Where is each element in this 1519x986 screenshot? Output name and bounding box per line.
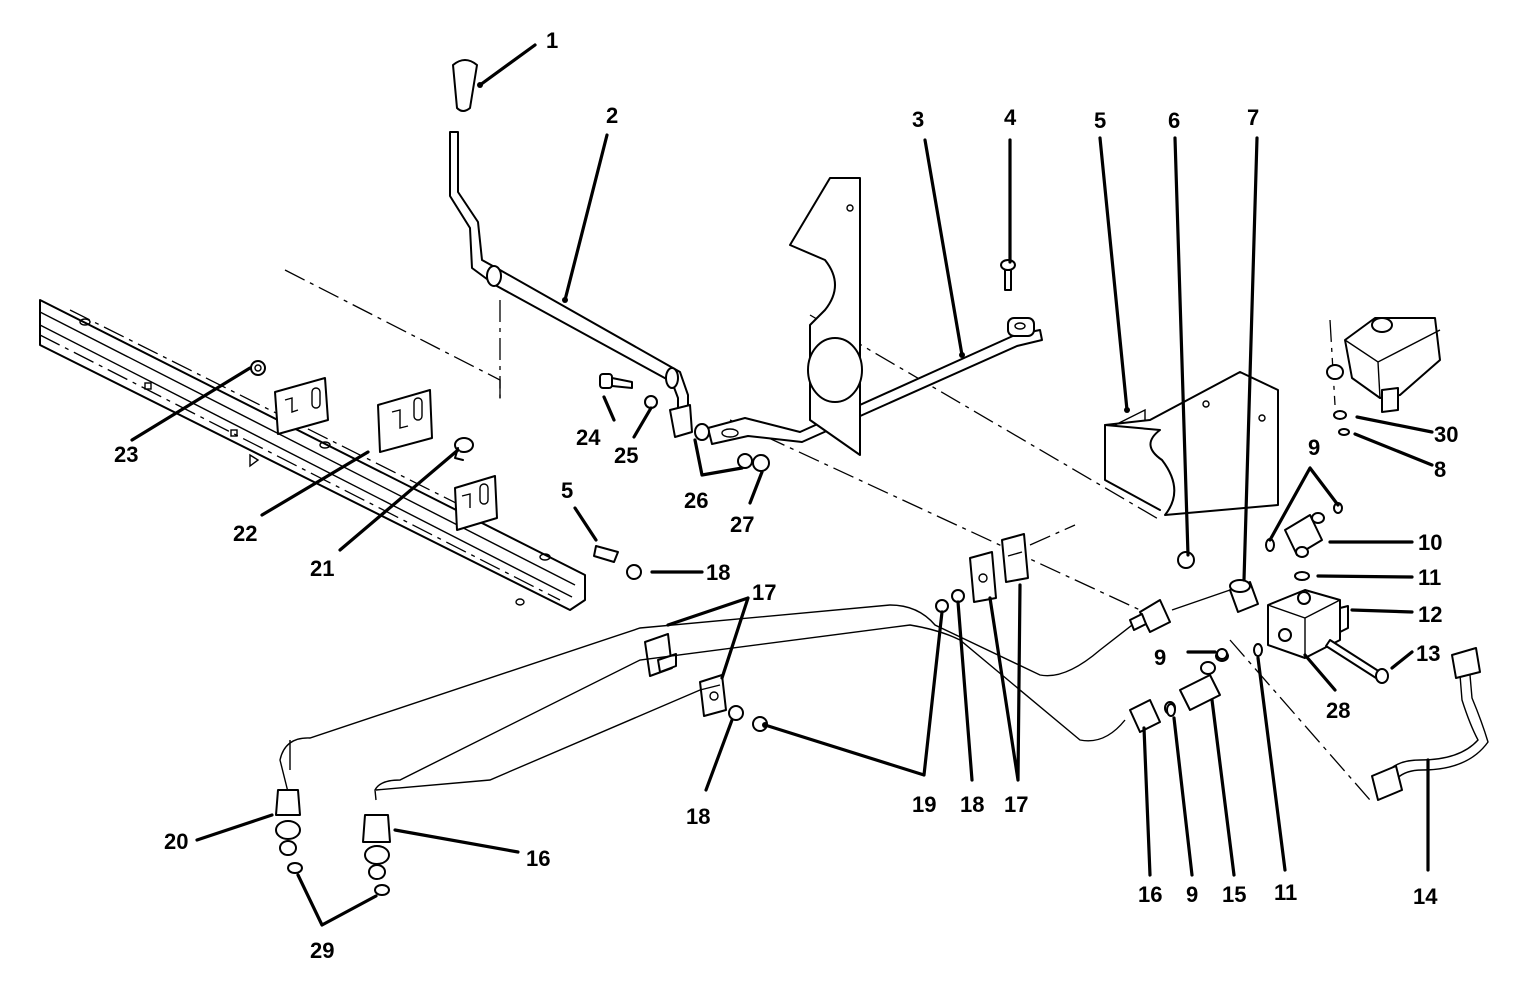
callout-7: 7: [1247, 105, 1259, 130]
callout-5-top: 5: [1094, 108, 1106, 133]
callout-2: 2: [606, 103, 618, 128]
callout-11-low: 11: [1274, 880, 1297, 905]
callout-14: 14: [1413, 884, 1438, 909]
callout-18-a: 18: [706, 560, 730, 585]
oring-29: [287, 862, 390, 896]
elbow-10: [1284, 512, 1325, 558]
control-rod-2: [449, 131, 693, 438]
callout-25: 25: [614, 443, 638, 468]
callout-28: 28: [1326, 698, 1350, 723]
callout-30: 30: [1434, 422, 1458, 447]
callout-9-mid: 9: [1154, 645, 1166, 670]
callout-24: 24: [576, 425, 601, 450]
clamp-17-b: [699, 674, 727, 717]
clamp-17-a: [644, 633, 677, 677]
callout-10: 10: [1418, 530, 1442, 555]
fitting-16-left: [362, 814, 391, 880]
callout-9-low: 9: [1186, 882, 1198, 907]
callout-1: 1: [546, 28, 558, 53]
callout-18-c: 18: [686, 804, 710, 829]
oring-9-mid: [1216, 648, 1228, 660]
bracket-upper: [274, 377, 329, 435]
callout-27: 27: [730, 512, 754, 537]
bolt-5-lower: [593, 545, 619, 563]
callout-23: 23: [114, 442, 138, 467]
callout-8: 8: [1434, 457, 1446, 482]
right-bracket: [1104, 371, 1279, 516]
nut-23: [250, 360, 266, 376]
oring-11-b: [1253, 643, 1263, 657]
callout-4: 4: [1004, 105, 1017, 130]
callout-16-right: 16: [1138, 882, 1162, 907]
washer-26: [694, 423, 753, 469]
oring-9-low: [1166, 703, 1176, 717]
oring-11-a: [1294, 571, 1310, 581]
washer-25: [644, 395, 658, 409]
assembly-lines: [39, 269, 1371, 801]
bolt-13: [1325, 639, 1389, 684]
clamp-17-d: [1001, 533, 1029, 583]
center-plate: [789, 177, 863, 456]
brake-lines: [279, 589, 1231, 801]
tube-14: [1371, 647, 1489, 801]
callout-15: 15: [1222, 882, 1246, 907]
callout-11-top: 11: [1418, 565, 1441, 590]
callout-18-b: 18: [960, 792, 984, 817]
callout-29: 29: [310, 938, 334, 963]
leader-lines: [130, 43, 1434, 927]
plate-22: [377, 389, 433, 453]
knob-1: [452, 59, 478, 112]
frame-rail: [39, 299, 586, 611]
link-rod-3: [707, 317, 1043, 445]
callout-20: 20: [164, 829, 188, 854]
washer-18-d: [951, 589, 965, 603]
callout-16-left: 16: [526, 846, 550, 871]
leader-dots: [477, 82, 1130, 728]
fitting-20: [275, 789, 301, 856]
bracket-lower: [454, 475, 498, 531]
bolt-24: [599, 373, 633, 389]
callout-13: 13: [1416, 641, 1440, 666]
oring-8: [1338, 428, 1350, 436]
washer-18-b: [728, 705, 744, 721]
proportioning-valve: [1326, 317, 1441, 413]
callout-19: 19: [912, 792, 936, 817]
callout-22: 22: [233, 521, 257, 546]
bolt-21: [454, 437, 474, 461]
callout-6: 6: [1168, 108, 1180, 133]
washer-18-a: [626, 564, 642, 580]
callout-17-b: 17: [1004, 792, 1028, 817]
bolt-4: [1000, 259, 1016, 291]
callout-labels: 1 2 3 4 5 6 7 9 30 8 10 11 12 13 28 14 2…: [114, 28, 1458, 963]
washer-30: [1333, 410, 1347, 420]
nut-6: [1177, 551, 1195, 569]
callout-12: 12: [1418, 602, 1442, 627]
callout-5-left: 5: [561, 478, 573, 503]
nut-19: [935, 599, 949, 613]
callout-3: 3: [912, 107, 924, 132]
valve-block-12: [1267, 589, 1349, 659]
callout-21: 21: [310, 556, 334, 581]
callout-9-top: 9: [1308, 435, 1320, 460]
callout-26: 26: [684, 488, 708, 513]
callout-17-a: 17: [752, 580, 776, 605]
sleeve-7: [1229, 579, 1259, 613]
clamp-17-c: [969, 551, 997, 603]
nut-27: [752, 454, 770, 472]
fitting-16-right-a: [1129, 599, 1171, 633]
